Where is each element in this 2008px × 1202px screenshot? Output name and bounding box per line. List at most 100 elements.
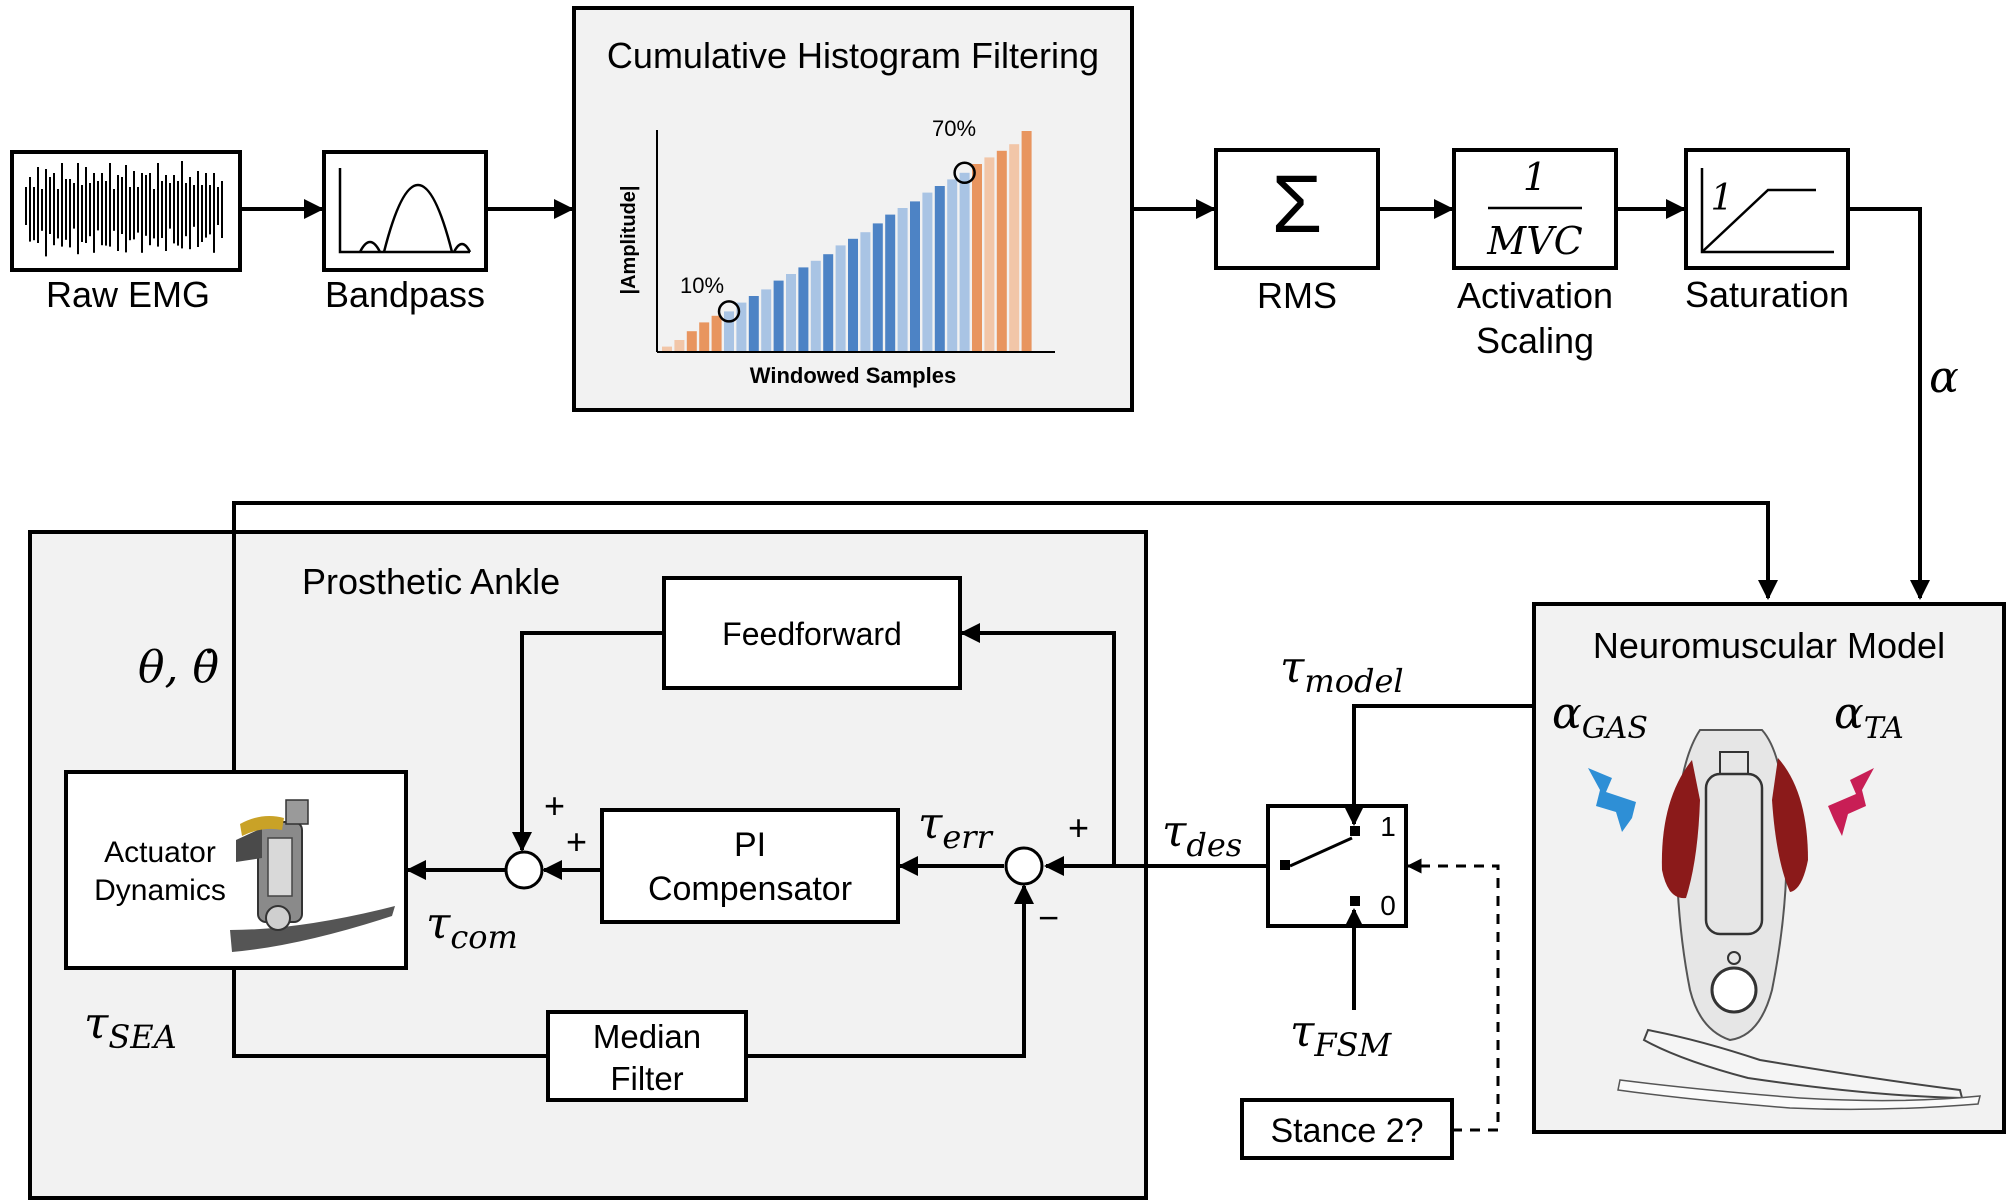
histogram-bar	[761, 289, 772, 351]
histogram-bar	[711, 315, 722, 351]
median-filter-block	[546, 1010, 748, 1102]
leg-muscle-illustration	[1617, 729, 1981, 1111]
histogram-bar	[910, 201, 920, 351]
pi-compensator-block	[600, 808, 900, 924]
median-label-1: Median	[593, 1018, 701, 1055]
histogram-bar	[773, 280, 784, 351]
scaling-numerator: 1	[1523, 155, 1547, 199]
wire-stance-switch	[1406, 858, 1500, 1132]
histogram-bar	[922, 192, 933, 351]
theta-label: θ, θ̇	[138, 642, 219, 693]
alpha-gas-label: αGAS	[1552, 688, 1648, 746]
activation-scaling-block: 1 MVC	[1452, 148, 1618, 270]
histogram-bar	[972, 164, 982, 351]
histogram-bar	[748, 296, 759, 351]
histogram-x-label: Windowed Samples	[750, 363, 956, 388]
feedforward-block	[662, 576, 962, 690]
wire-model-switch	[1344, 704, 1534, 826]
tau-err-label: τerr	[918, 798, 994, 856]
wire-feedforward-sum	[512, 631, 664, 852]
feedforward-label: Feedforward	[722, 616, 902, 652]
histogram-bar	[674, 340, 685, 351]
histogram-bar	[860, 232, 871, 351]
sigma-symbol: Σ	[1272, 159, 1323, 250]
median-label-2: Filter	[610, 1060, 683, 1097]
activation-label-1: Activation	[1457, 275, 1613, 316]
histogram-bar	[662, 346, 672, 351]
histogram-pct-low: 10%	[680, 273, 724, 298]
scaling-denominator: MVC	[1486, 219, 1582, 263]
wire-sea-median	[232, 968, 548, 1058]
pi-label-2: Compensator	[648, 870, 852, 908]
raw-emg-label: Raw EMG	[46, 274, 210, 315]
tau-model-label: τmodel	[1280, 642, 1404, 700]
saturation-block: 1	[1684, 148, 1850, 270]
histogram-marker-low	[717, 300, 741, 323]
histogram-title: Cumulative Histogram Filtering	[607, 35, 1099, 76]
switch-pos-1: 1	[1380, 811, 1396, 842]
histogram-bar	[724, 311, 734, 351]
tau-fsm-label: τFSM	[1290, 1006, 1392, 1064]
activation-label-2: Scaling	[1476, 320, 1594, 361]
bandpass-label: Bandpass	[325, 274, 485, 315]
histogram-bar	[897, 208, 908, 351]
alpha-ta-label: αTA	[1834, 688, 1904, 746]
saturation-label: Saturation	[1685, 274, 1849, 315]
histogram-bar	[823, 254, 834, 351]
histogram-bar	[872, 223, 883, 351]
rms-block: Σ	[1214, 148, 1380, 270]
histogram-bar	[798, 267, 809, 351]
histogram-bar	[996, 150, 1007, 351]
histogram-bar	[848, 238, 858, 351]
actuator-label-2: Dynamics	[94, 874, 226, 907]
sign-plus-ff: +	[544, 785, 565, 826]
sign-plus-pi: +	[566, 821, 587, 862]
ta-activation-bolt-icon	[1828, 768, 1874, 836]
bandpass-block	[322, 150, 488, 272]
wire-median-sum	[746, 884, 1034, 1058]
wire-des-feedforward	[960, 623, 1116, 866]
histogram-marker-high	[953, 161, 976, 185]
gastrocnemius-muscle	[1661, 760, 1700, 899]
histogram-bar	[810, 260, 821, 351]
sum-junction-com	[504, 850, 544, 890]
stance-label: Stance 2?	[1270, 1112, 1423, 1150]
histogram-bar	[934, 186, 945, 351]
histogram-bar	[959, 172, 970, 351]
neuromuscular-model-block: Neuromuscular Model αGAS αTA	[1532, 602, 2006, 1134]
histogram-bar	[736, 302, 747, 351]
wire-saturation-model	[1848, 207, 1930, 600]
actuator-dynamics-block: Actuator Dynamics	[64, 770, 408, 970]
mode-switch-block: 1 0	[1266, 804, 1408, 928]
histogram-bar	[686, 331, 697, 351]
wire-theta-feedback	[232, 501, 1778, 772]
sum-junction-err	[1004, 846, 1044, 886]
actuator-label-1: Actuator	[104, 836, 216, 869]
tau-des-label: τdes	[1162, 806, 1242, 864]
histogram-bar	[947, 179, 958, 351]
raw-emg-block	[10, 150, 242, 272]
prosthetic-ankle-title: Prosthetic Ankle	[302, 561, 560, 602]
histogram-bars	[662, 131, 1032, 351]
sign-minus-sea: −	[1038, 897, 1059, 938]
prosthesis-image	[230, 799, 395, 952]
histogram-y-label: |Amplitude|	[618, 186, 640, 295]
gas-activation-bolt-icon	[1588, 768, 1636, 832]
switch-pos-0: 0	[1380, 890, 1396, 921]
saturation-level: 1	[1711, 178, 1734, 219]
histogram-filter-block: Cumulative Histogram Filtering |Amplitud…	[572, 6, 1134, 412]
alpha-label: α	[1929, 352, 1959, 403]
raw-emg-waveform	[25, 161, 223, 257]
neuromuscular-title: Neuromuscular Model	[1593, 625, 1945, 666]
histogram-bar	[984, 157, 995, 351]
histogram-bar	[786, 274, 796, 351]
pi-label-1: PI	[734, 826, 766, 864]
tau-com-label: τcom	[426, 898, 518, 956]
histogram-bar	[1009, 144, 1020, 351]
tau-sea-label: τSEA	[84, 998, 177, 1056]
tibialis-muscle	[1772, 758, 1808, 892]
histogram-bar	[885, 214, 896, 351]
histogram-bar	[699, 322, 710, 351]
sign-plus-des: +	[1068, 807, 1089, 848]
